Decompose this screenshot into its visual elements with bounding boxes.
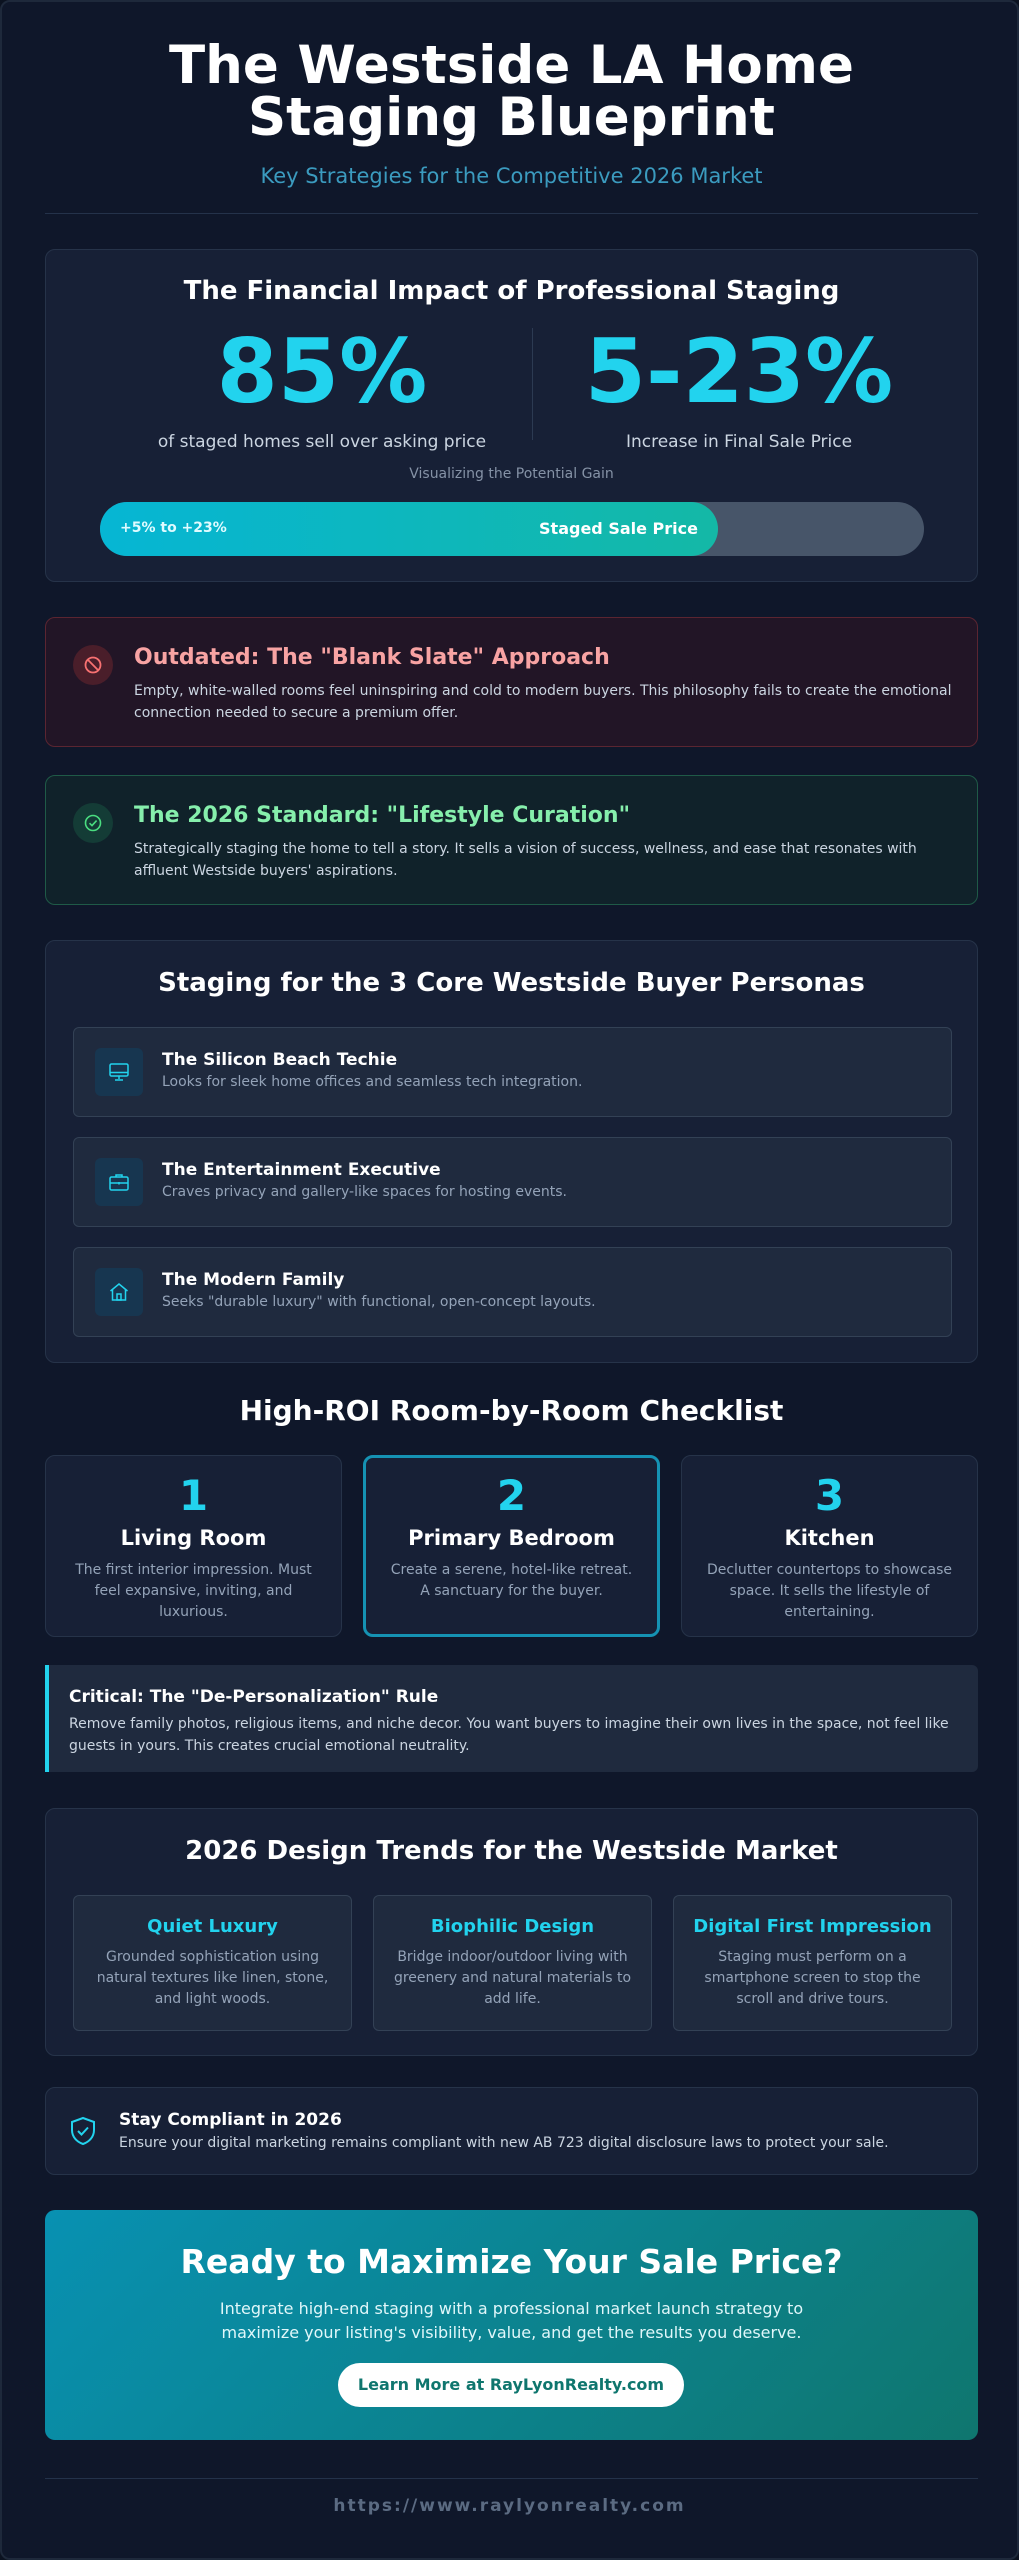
outdated-approach-card: Outdated: The "Blank Slate" Approach Emp… [45,617,978,747]
persona-name: The Entertainment Executive [162,1160,441,1180]
gain-bar-track: +5% to +23% Staged Sale Price [100,502,924,556]
learn-more-button[interactable]: Learn More at RayLyonRealty.com [338,2363,684,2407]
monitor-icon [95,1048,143,1096]
standard-title: The 2026 Standard: "Lifestyle Curation" [134,803,631,828]
persona-entertainment-executive: The Entertainment Executive Craves priva… [73,1137,952,1227]
trend-name: Quiet Luxury [147,1916,278,1937]
room-name: Living Room [120,1526,267,1550]
room-desc: Declutter countertops to showcase space.… [706,1562,953,1620]
room-desc: Create a serene, hotel-like retreat. A s… [390,1562,633,1599]
critical-rule-callout: Critical: The "De-Personalization" Rule … [45,1665,978,1772]
design-trends-card: 2026 Design Trends for the Westside Mark… [45,1808,978,2056]
compliance-title: Stay Compliant in 2026 [119,2110,342,2130]
persona-desc: Craves privacy and gallery-like spaces f… [162,1184,567,1200]
footer-url[interactable]: https://www.raylyonrealty.com [333,2496,686,2516]
cta-banner: Ready to Maximize Your Sale Price? Integ… [45,2210,978,2440]
personas-heading: Staging for the 3 Core Westside Buyer Pe… [158,968,865,998]
critical-text: Remove family photos, religious items, a… [69,1716,949,1754]
trend-biophilic-design: Biophilic Design Bridge indoor/outdoor l… [373,1895,652,2031]
stat-over-asking-label: of staged homes sell over asking price [157,432,487,452]
header-divider [45,213,978,214]
room-name: Primary Bedroom [408,1526,615,1550]
trend-desc: Bridge indoor/outdoor living with greene… [393,1949,632,2007]
financial-impact-card: The Financial Impact of Professional Sta… [45,249,978,582]
room-number: 2 [496,1471,527,1520]
gain-bar-staged-label: Staged Sale Price [539,519,698,538]
room-desc: The first interior impression. Must feel… [75,1562,312,1620]
room-card-kitchen: 3 Kitchen Declutter countertops to showc… [681,1455,978,1637]
persona-silicon-beach-techie: The Silicon Beach Techie Looks for sleek… [73,1027,952,1117]
persona-desc: Looks for sleek home offices and seamles… [162,1074,583,1090]
stat-divider [532,328,533,440]
shield-check-icon [67,2115,99,2151]
trend-name: Digital First Impression [693,1916,932,1937]
room-name: Kitchen [784,1526,875,1550]
check-circle-icon [73,803,113,843]
room-card-living-room: 1 Living Room The first interior impress… [45,1455,342,1637]
cta-text: Integrate high-end staging with a profes… [219,2299,804,2342]
cta-heading: Ready to Maximize Your Sale Price? [180,2242,843,2281]
header: The Westside LA Home Staging Blueprint K… [45,35,978,188]
standard-approach-card: The 2026 Standard: "Lifestyle Curation" … [45,775,978,905]
page-subtitle: Key Strategies for the Competitive 2026 … [260,164,763,188]
stat-over-asking-value: 85% [216,320,428,423]
personas-card: Staging for the 3 Core Westside Buyer Pe… [45,940,978,1363]
persona-modern-family: The Modern Family Seeks "durable luxury"… [73,1247,952,1337]
trend-desc: Grounded sophistication using natural te… [96,1949,329,2007]
checklist-heading: High-ROI Room-by-Room Checklist [239,1394,784,1427]
prohibited-icon [73,645,113,685]
trend-digital-first-impression: Digital First Impression Staging must pe… [673,1895,952,2031]
home-icon [95,1268,143,1316]
persona-desc: Seeks "durable luxury" with functional, … [162,1294,596,1310]
footer-divider [45,2478,978,2479]
gain-bar-fill: +5% to +23% Staged Sale Price [100,502,718,556]
outdated-title: Outdated: The "Blank Slate" Approach [134,645,610,670]
room-number: 3 [814,1471,845,1520]
stat-sale-increase-label: Increase in Final Sale Price [625,432,853,452]
trend-quiet-luxury: Quiet Luxury Grounded sophistication usi… [73,1895,352,2031]
critical-title: Critical: The "De-Personalization" Rule [69,1687,439,1707]
trend-desc: Staging must perform on a smartphone scr… [704,1949,921,2007]
page-title: The Westside LA Home Staging Blueprint [169,35,854,148]
gain-bar-range-label: +5% to +23% [120,520,227,536]
persona-name: The Silicon Beach Techie [162,1050,398,1070]
stat-sale-increase: 5-23% Increase in Final Sale Price [539,320,939,453]
trends-heading: 2026 Design Trends for the Westside Mark… [185,1836,838,1866]
standard-text: Strategically staging the home to tell a… [134,841,917,879]
briefcase-icon [95,1158,143,1206]
financial-heading: The Financial Impact of Professional Sta… [183,276,840,306]
compliance-card [45,2087,978,2175]
stat-sale-increase-value: 5-23% [584,320,894,423]
room-number: 1 [178,1471,209,1520]
compliance-text: Ensure your digital marketing remains co… [119,2135,889,2151]
outdated-text: Empty, white-walled rooms feel uninspiri… [134,683,952,721]
room-card-primary-bedroom: 2 Primary Bedroom Create a serene, hotel… [363,1455,660,1637]
visualization-caption: Visualizing the Potential Gain [409,466,614,482]
persona-name: The Modern Family [162,1270,345,1290]
trend-name: Biophilic Design [430,1916,595,1937]
stat-over-asking: 85% of staged homes sell over asking pri… [122,320,522,453]
